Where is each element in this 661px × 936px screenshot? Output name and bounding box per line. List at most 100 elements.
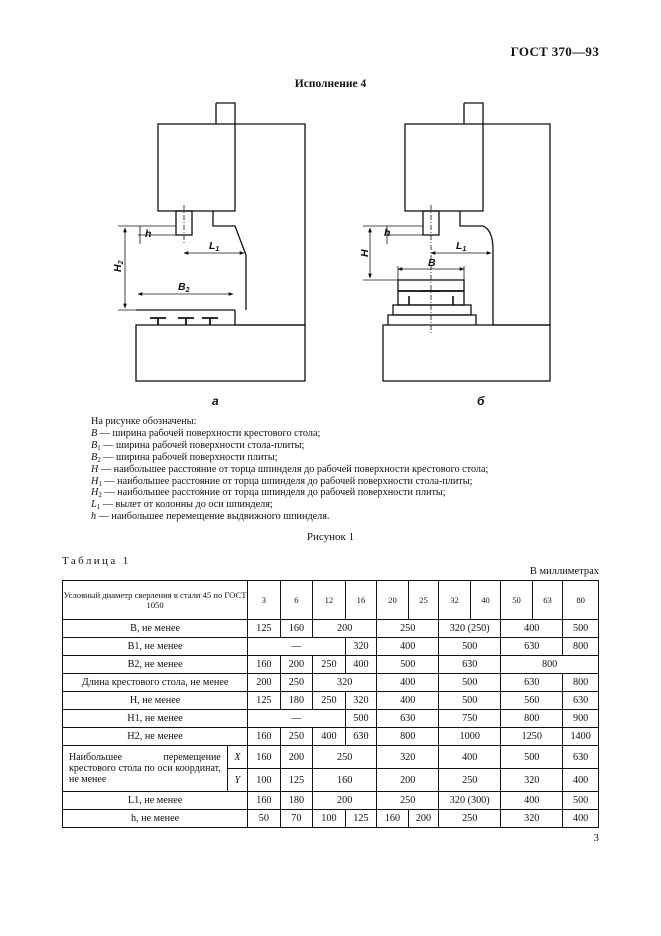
table-cell: 560 [500,691,564,710]
table-cell: 200 [312,791,378,810]
row-label: H, не менее [61,691,249,710]
axis-x-label: X [226,745,249,769]
legend-intro: На рисунке обозначены: [91,416,197,427]
table-cell: 900 [562,709,599,728]
table-cell: 400 [344,655,378,674]
dim-H-label: H [359,249,371,257]
table-cell: 400 [562,809,599,828]
table-cell: 630 [438,655,502,674]
table-cell: 320 [344,691,378,710]
technical-drawing: h H2 L1 B2 а h H L1 B б [112,102,551,408]
drawing-a [118,102,306,382]
table-cell: 630 [344,727,378,746]
page-number: 3 [593,832,600,844]
table-cell: 320 [344,637,378,656]
table-cell: 50 [247,809,281,828]
table-header-cell: 16 [344,580,378,620]
dim-h-label-b: h [384,227,390,239]
table-cell: 160 [312,768,378,792]
figure-heading: Исполнение 4 [294,78,367,90]
table-header-cell: 40 [469,580,502,620]
table-header-label: Условный диаметр сверления в стали 45 по… [61,580,249,620]
table-cell: 320 [312,673,378,692]
dim-B-label: B [428,257,436,269]
table-cell: 250 [312,655,346,674]
dim-H2-label: H2 [112,260,125,272]
column-neck-b [459,211,494,315]
table-cell: 500 [500,745,564,769]
labels-a: h H2 L1 B2 а [112,228,219,408]
legend-item: h — наибольшее перемещение выдвижного шп… [91,511,330,523]
table-cell: 250 [279,727,314,746]
legend-item: H — наибольшее расстояние от торца шпинд… [91,463,489,475]
table-cell: 250 [376,791,440,810]
drawing-b-label: б [477,394,485,408]
table-cell: 160 [279,619,314,638]
table-cell: 630 [500,637,564,656]
table-header-cell: 3 [247,580,281,620]
table-cell: 400 [438,745,502,769]
table-cell: 180 [279,691,314,710]
table-cell: 100 [312,809,346,828]
table-cell: 250 [438,768,502,792]
table-cell: 180 [279,791,314,810]
table-cell: 320 (250) [438,619,502,638]
drilling-head-a [157,123,236,212]
base-b [382,324,551,382]
table-cell: 800 [500,655,599,674]
table-cell: 160 [247,745,281,769]
table-cell: 125 [247,619,281,638]
table-cell: 160 [247,655,281,674]
table-cell: 500 [438,691,502,710]
table-cell: 160 [376,809,409,828]
row-label: Длина крестового стола, не менее [61,673,249,692]
table-cell: 630 [562,691,599,710]
table-cell: 200 [247,673,281,692]
column-b [464,102,551,326]
table-cell: 250 [438,809,502,828]
table-cell: 400 [500,791,564,810]
table-header-cell: 12 [312,580,346,620]
table-cell: 1000 [438,727,502,746]
row-label: L1, не менее [61,791,249,810]
table-cell: 400 [500,619,564,638]
legend-item: H2 — наибольшее расстояние от торца шпин… [91,487,446,500]
table-cell: 800 [562,673,599,692]
table-cell: 500 [438,637,502,656]
row-label: B2, не менее [61,655,249,674]
table-cell: 800 [500,709,564,728]
table-cell: 320 [500,768,564,792]
table-cell: 1400 [562,727,599,746]
table-cell: 320 [500,809,564,828]
row-label: H1, не менее [61,709,249,728]
axis-y-label: Y [226,768,249,792]
table-cell: 320 [376,745,440,769]
table-cell: 125 [344,809,378,828]
legend-item: B — ширина рабочей поверхности крестовог… [91,427,321,439]
cross-table-b [397,279,465,306]
row-label: H2, не менее [61,727,249,746]
table-cell: 250 [312,745,378,769]
dim-h-label-a: h [145,228,151,240]
table-row: Наибольшее перемещение крестового стола … [62,745,599,792]
table-title: Таблица 1 [62,555,131,567]
table-header-cell: 63 [531,580,564,620]
table-cell: 630 [376,709,440,728]
legend-item: B1 — ширина рабочей поверхности стола-пл… [91,439,305,452]
table-cell: 500 [344,709,378,728]
dim-L1-label-a: L1 [209,240,219,253]
table-cell: 320 (300) [438,791,502,810]
table-cell: 200 [279,745,314,769]
table-cell: 500 [562,619,599,638]
table-cell: 400 [376,691,440,710]
drilling-head-b [404,123,484,212]
figure-caption: Рисунок 1 [306,531,355,543]
